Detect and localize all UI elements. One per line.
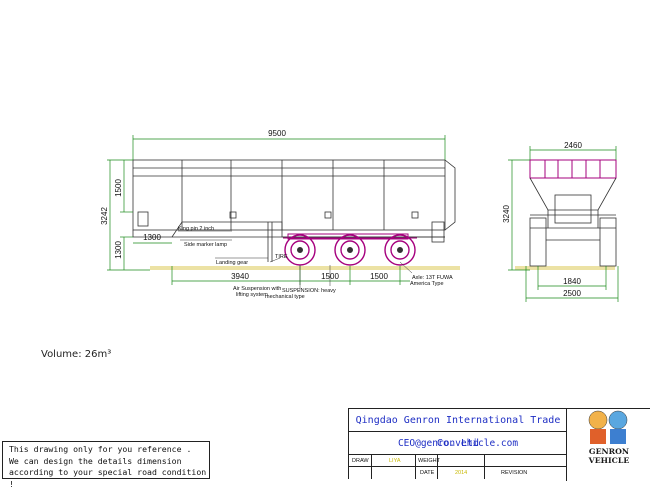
volume-readout: Volume: 26m³ bbox=[41, 349, 111, 360]
landing-gear-callout: Landing gear bbox=[216, 260, 248, 266]
kingpin-axle-label: 3940 bbox=[231, 272, 249, 281]
kingpin-callout: King pin 2 inch bbox=[178, 226, 214, 232]
rear-height-label: 3240 bbox=[502, 205, 511, 223]
rear-track-label: 1840 bbox=[563, 277, 581, 286]
title-row-date: DATE 2014 REVISION bbox=[348, 466, 567, 479]
axle-callout-1: Axle: 13T FUWA bbox=[412, 275, 453, 281]
volume-label: Volume: bbox=[41, 349, 82, 360]
date-value: 2014 bbox=[455, 470, 468, 476]
axle-spacing-2-label: 1500 bbox=[370, 272, 388, 281]
draw-label: DRAW bbox=[352, 458, 369, 464]
title-row-draw: DRAW LIYA WEIGHT bbox=[348, 454, 567, 467]
side-height-label: 1500 bbox=[114, 179, 123, 197]
total-height-label: 3242 bbox=[100, 207, 109, 225]
note-line-2: We can design the details dimension bbox=[9, 455, 182, 466]
axle-spacing-1-label: 1500 bbox=[321, 272, 339, 281]
front-overhang-label: 1300 bbox=[143, 233, 161, 242]
ground-strip bbox=[150, 266, 460, 270]
axle-callout-2: America Type bbox=[410, 281, 444, 287]
suspension-callout-2: mechanical type bbox=[265, 294, 305, 300]
revision-label: REVISION bbox=[501, 470, 528, 476]
air-suspension-callout-1: Air Suspension with bbox=[233, 286, 281, 292]
logo-text: GENRON VEHICLE bbox=[588, 447, 630, 465]
overall-length-label: 9500 bbox=[268, 129, 286, 138]
kingpin-height-label: 1300 bbox=[114, 241, 123, 259]
company-name: Qingdao Genron International Trade Co. L… bbox=[348, 408, 567, 449]
side-dimensions bbox=[107, 135, 446, 285]
rear-top-width-label: 2460 bbox=[564, 141, 582, 150]
air-suspension-callout-2: lifting system bbox=[236, 292, 268, 298]
tire-callout: TIRE bbox=[275, 254, 288, 260]
volume-value: 26m³ bbox=[84, 349, 112, 360]
side-view: 9500 1500 3242 1300 1300 3940 1500 1500 … bbox=[100, 129, 460, 300]
wheel-2 bbox=[334, 234, 366, 266]
reference-note: This drawing only for you reference . We… bbox=[2, 441, 210, 489]
drawing-canvas: 9500 1500 3242 1300 1300 3940 1500 1500 … bbox=[100, 129, 628, 444]
rear-overall-width-label: 2500 bbox=[563, 289, 581, 298]
company-email: CEO@genronvehicle.com bbox=[348, 431, 567, 455]
trailer-body bbox=[132, 159, 456, 262]
note-line-1: This drawing only for you reference . bbox=[9, 444, 192, 454]
draw-value: LIYA bbox=[389, 458, 401, 464]
date-label: DATE bbox=[420, 470, 435, 476]
logo-box bbox=[566, 408, 650, 481]
rear-view: 2460 3240 1840 2500 bbox=[502, 141, 619, 302]
note-line-3: according to your special road condition… bbox=[9, 467, 207, 489]
suspension-callout-1: SUSPENSION: heavy bbox=[282, 288, 336, 294]
weight-label: WEIGHT bbox=[418, 458, 440, 464]
title-block: Qingdao Genron International Trade Co. L… bbox=[348, 408, 650, 480]
wheel-3 bbox=[384, 234, 416, 266]
side-marker-callout: Side marker lamp bbox=[184, 242, 227, 248]
genron-logo-figures bbox=[588, 410, 628, 444]
